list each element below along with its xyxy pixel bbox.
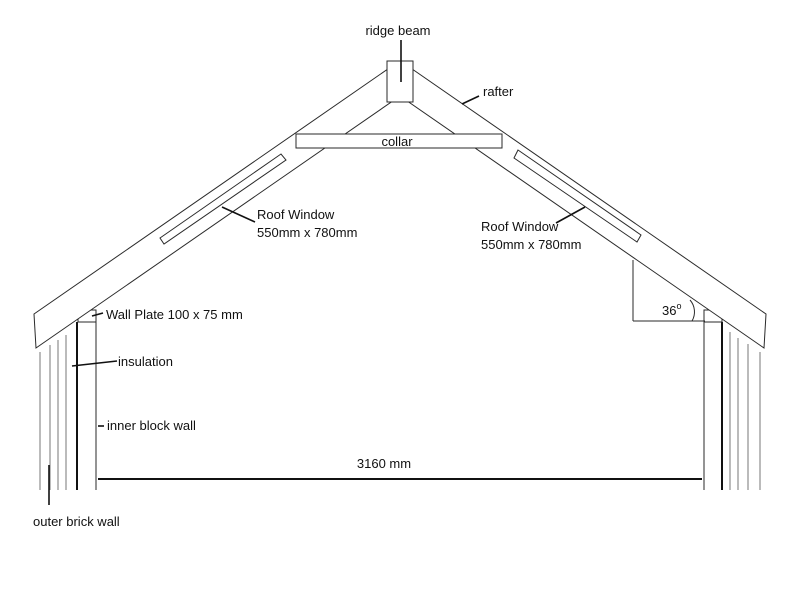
right-wall-lines	[703, 322, 761, 490]
angle-value: 36	[662, 303, 676, 318]
angle-label: 36o	[662, 301, 681, 318]
roof-window-right-label-line2: 550mm x 780mm	[481, 237, 581, 252]
wall-plate-label: Wall Plate 100 x 75 mm	[106, 307, 243, 322]
degree-symbol: o	[676, 301, 681, 311]
collar	[295, 133, 503, 149]
roof-window-right-label-line1: Roof Window	[481, 219, 559, 234]
rafter-label: rafter	[483, 84, 514, 99]
roof-window-left-label-line1: Roof Window	[257, 207, 335, 222]
roof-window-left-label-line2: 550mm x 780mm	[257, 225, 357, 240]
leader-lines	[48, 40, 586, 505]
roof-window-right	[513, 149, 642, 243]
left-wall-lines	[39, 322, 97, 490]
collar-label: collar	[381, 134, 413, 149]
roof-window-left	[159, 153, 287, 245]
ridge-beam	[386, 60, 414, 103]
ridge-beam-label: ridge beam	[365, 23, 430, 38]
outer-brick-wall-label: outer brick wall	[33, 514, 120, 529]
roof-pitch-angle	[632, 260, 705, 322]
insulation-label: insulation	[118, 354, 173, 369]
inner-block-wall-label: inner block wall	[107, 418, 196, 433]
span-label: 3160 mm	[357, 456, 411, 471]
